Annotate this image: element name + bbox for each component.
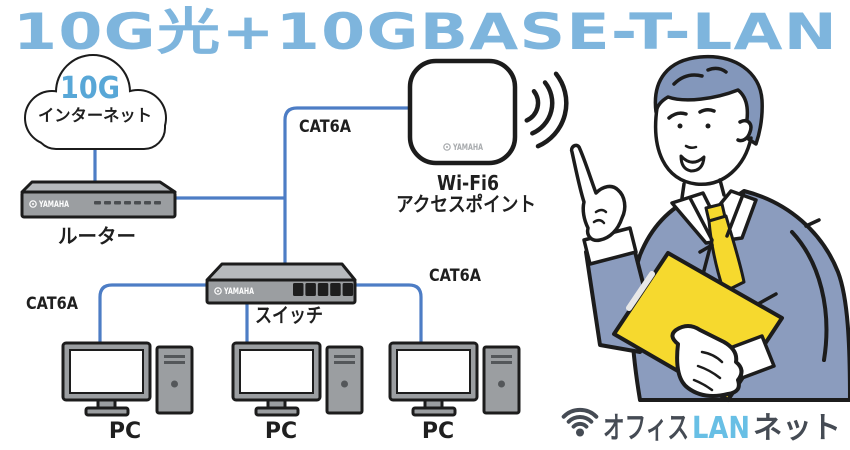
cable-label-pc1: CAT6A [26,294,79,314]
cloud-label: インターネット [38,106,152,125]
switch-label: スイッチ [255,303,323,327]
cable-switch-pc1 [98,283,207,344]
footer-logo: オフィス LAN ネット [561,407,843,448]
cloud-speed-text: 10G [60,71,120,106]
logo-text-highlight: LAN [692,411,750,446]
access-point-device: YAMAHA Wi-Fi6 アクセスポイント [396,58,569,216]
pc2-label: PC [265,419,297,444]
pointing-hand [569,143,627,243]
pc-group-3: PC [388,341,521,444]
accesspoint-label-line1: Wi-Fi6 [437,171,499,195]
internet-cloud: 10G インターネット [24,54,167,150]
holding-hand [670,324,744,398]
pc3-label: PC [422,419,454,444]
switch-brand-text: YAMAHA [223,287,254,297]
router-vents [94,201,161,205]
ear [736,119,753,143]
cable-label-accesspoint: CAT6A [299,117,352,137]
cable-switch-accesspoint [283,106,410,264]
wifi-icon [561,407,599,437]
logo-text-suffix: ネット [753,411,841,446]
pc-group-2: PC [231,341,364,444]
router-brand-text: YAMAHA [38,200,69,210]
cable-label-pc3: CAT6A [429,266,482,286]
switch-device: YAMAHA スイッチ [205,262,357,327]
router-device: YAMAHA ルーター [20,180,177,248]
yamaha-logo-icon [443,143,451,151]
yamaha-logo-icon [29,200,37,208]
page-title: 10G光+10GBASE-T-LAN [13,3,838,61]
businessman-illustration [569,54,850,402]
switch-ports [293,283,354,296]
wifi-signal-icon [524,71,569,149]
logo-text-prefix: オフィス [603,411,689,446]
yamaha-logo-icon [214,287,222,295]
accesspoint-brand-text: YAMAHA [452,143,483,153]
cable-switch-pc3 [355,283,423,344]
cable-lines [93,106,423,344]
router-label: ルーター [58,224,136,248]
accesspoint-label-line2: アクセスポイント [396,192,536,216]
pc1-label: PC [109,419,141,444]
pc-group-1: PC [61,341,194,444]
